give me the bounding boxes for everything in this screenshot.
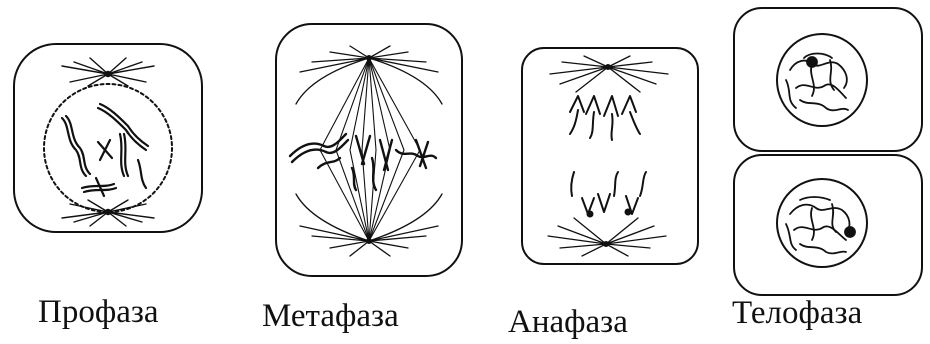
metaphase-spindle <box>320 58 420 241</box>
metaphase-cell <box>276 24 462 276</box>
telophase-nucleus-bottom <box>777 179 867 267</box>
label-prophase: Профаза <box>38 296 159 329</box>
telophase-cells <box>734 8 922 295</box>
label-anaphase: Анафаза <box>508 306 628 339</box>
anaphase-aster-bottom <box>548 218 666 256</box>
anaphase-cell <box>522 48 698 264</box>
prophase-nuclear-envelope <box>44 84 172 212</box>
prophase-chromosomes <box>62 104 148 196</box>
label-telophase: Телофаза <box>732 297 862 330</box>
label-metaphase: Метафаза <box>262 300 399 333</box>
metaphase-aster-bottom <box>296 194 442 256</box>
prophase-cell <box>14 44 202 232</box>
metaphase-aster-top <box>296 46 442 104</box>
anaphase-chromatids-bottom <box>571 172 646 217</box>
anaphase-chromatids-top <box>570 96 640 140</box>
prophase-aster-top <box>62 58 154 86</box>
telophase-chromatin-top <box>786 54 848 111</box>
telophase-nucleus-top <box>777 34 867 126</box>
anaphase-aster-top <box>550 56 668 92</box>
telophase-chromatin-bottom <box>786 197 855 253</box>
